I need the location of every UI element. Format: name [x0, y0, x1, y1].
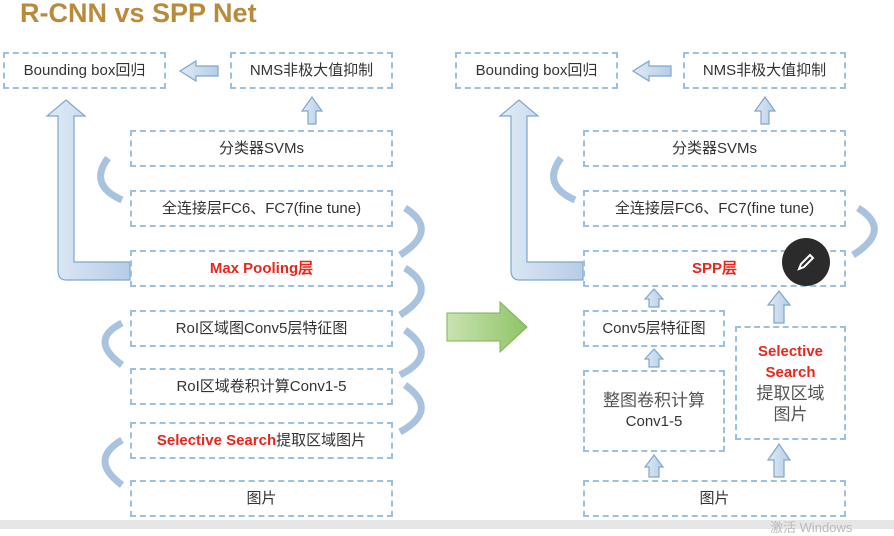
arrow-up-icon	[643, 348, 665, 368]
whole-conv-line2: Conv1-5	[625, 413, 683, 430]
rcnn-roi-conv-box: RoI区域卷积计算Conv1-5	[130, 368, 393, 405]
arrow-up-icon	[643, 288, 665, 308]
spp-svm-box: 分类器SVMs	[583, 130, 846, 167]
rcnn-image-box: 图片	[130, 480, 393, 517]
windows-watermark: 激活 Windows	[770, 520, 853, 535]
curved-arrow-icon	[398, 327, 425, 379]
spp-whole-conv-box: 整图卷积计算 Conv1-5	[583, 370, 725, 452]
rcnn-fc-box: 全连接层FC6、FC7(fine tune)	[130, 190, 393, 227]
curved-arrow-icon	[398, 382, 425, 436]
curved-arrow-icon	[851, 205, 878, 258]
spp-fc-box: 全连接层FC6、FC7(fine tune)	[583, 190, 846, 227]
big-up-arrow-icon	[498, 99, 584, 281]
slide-title: R-CNN vs SPP Net	[20, 0, 257, 28]
curved-arrow-icon	[398, 205, 425, 258]
spp-label: SPP层	[691, 260, 737, 277]
pen-tool-button[interactable]	[782, 238, 830, 286]
arrow-up-icon	[753, 95, 777, 125]
spp-bbox-box: Bounding box回归	[455, 52, 618, 89]
rcnn-svm-box: 分类器SVMs	[130, 130, 393, 167]
curved-arrow-icon	[101, 436, 125, 488]
arrow-up-icon	[766, 442, 792, 478]
arrow-left-icon	[631, 59, 672, 83]
curved-arrow-icon	[550, 155, 577, 204]
ss-line3: 提取区域	[756, 384, 825, 403]
arrow-up-icon	[643, 454, 665, 478]
ss-line2: Search	[765, 364, 816, 381]
arrow-up-icon	[766, 290, 792, 324]
pen-icon	[797, 253, 815, 271]
taskbar-strip	[0, 520, 894, 529]
green-arrow-icon	[446, 300, 528, 354]
ss-label: Selective Search	[156, 432, 277, 449]
curved-arrow-icon	[398, 265, 425, 318]
rcnn-nms-box: NMS非极大值抑制	[230, 52, 393, 89]
big-up-arrow-icon	[45, 99, 131, 281]
spp-nms-box: NMS非极大值抑制	[683, 52, 846, 89]
ss-rest: 提取区域图片	[276, 432, 367, 449]
arrow-up-icon	[300, 95, 324, 125]
rcnn-roi-conv5-box: RoI区域图Conv5层特征图	[130, 310, 393, 347]
arrow-left-icon	[178, 59, 219, 83]
curved-arrow-icon	[97, 155, 124, 204]
curved-arrow-icon	[101, 319, 125, 368]
spp-layer-box: SPP层	[583, 250, 846, 287]
whole-conv-line1: 整图卷积计算	[603, 391, 705, 410]
ss-line4: 图片	[773, 405, 808, 424]
rcnn-bbox-box: Bounding box回归	[3, 52, 166, 89]
ss-line1: Selective	[757, 343, 824, 360]
rcnn-maxpool-box: Max Pooling层	[130, 250, 393, 287]
spp-conv5-box: Conv5层特征图	[583, 310, 725, 347]
spp-image-box: 图片	[583, 480, 846, 517]
maxpool-label: Max Pooling层	[209, 260, 314, 277]
